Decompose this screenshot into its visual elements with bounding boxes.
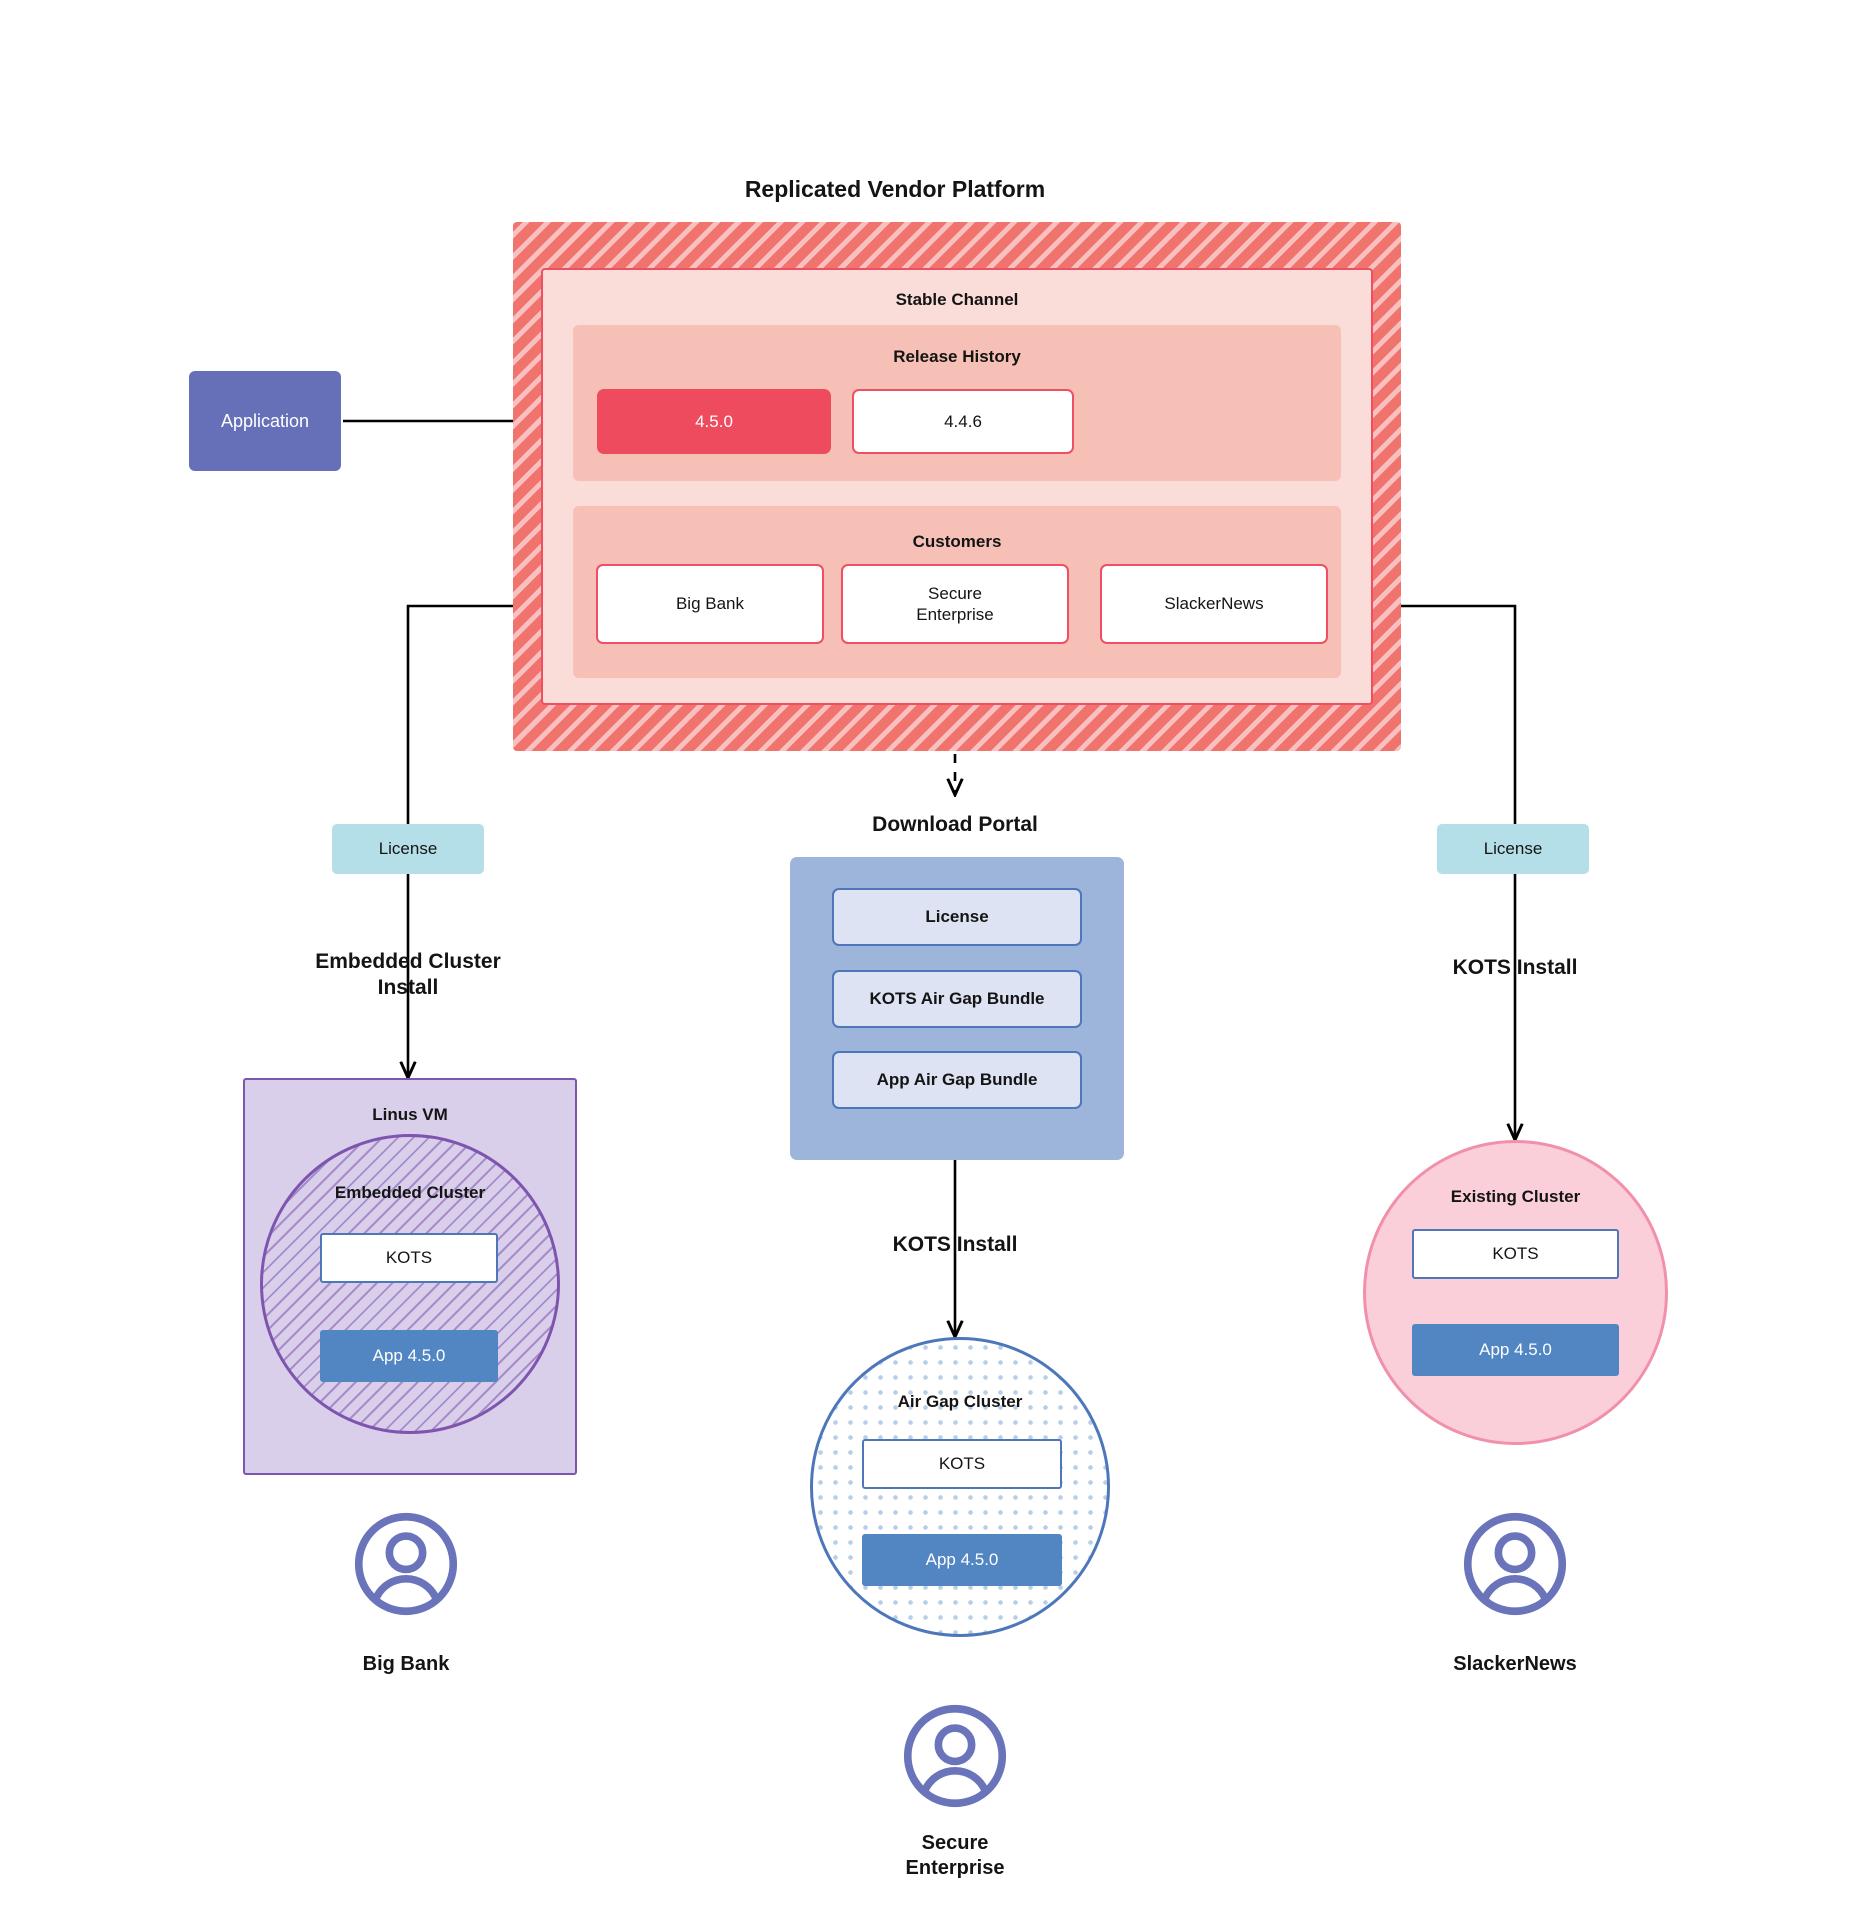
app-box-left[interactable]: App 4.5.0 xyxy=(320,1330,498,1382)
end-user-name-big-bank: Big Bank xyxy=(362,1652,450,1675)
portal-item-app-air-gap-bundle[interactable]: App Air Gap Bundle xyxy=(832,1051,1082,1109)
release-history-title: Release History xyxy=(893,347,1021,367)
flow-label-kots-install-center: KOTS Install xyxy=(892,1232,1018,1256)
flow-label-embedded-cluster-install: Embedded Cluster Install xyxy=(315,949,501,999)
download-portal-title: Download Portal xyxy=(872,812,1038,836)
app-box-right[interactable]: App 4.5.0 xyxy=(1412,1324,1619,1376)
person-icon-slackernews xyxy=(1461,1510,1569,1618)
person-icon-secure-enterprise xyxy=(901,1702,1009,1810)
linus-vm-title: Linus VM xyxy=(372,1105,448,1125)
kots-box-center[interactable]: KOTS xyxy=(862,1439,1062,1489)
stable-channel-title: Stable Channel xyxy=(895,290,1019,310)
customer-slackernews[interactable]: SlackerNews xyxy=(1100,564,1328,644)
page-title: Replicated Vendor Platform xyxy=(744,175,1046,202)
embedded-cluster-circle xyxy=(260,1134,560,1434)
app-box-center[interactable]: App 4.5.0 xyxy=(862,1534,1062,1586)
embedded-cluster-title: Embedded Cluster xyxy=(334,1183,486,1203)
customers-title: Customers xyxy=(912,532,1002,552)
air-gap-cluster-title: Air Gap Cluster xyxy=(897,1392,1023,1412)
existing-cluster-circle xyxy=(1363,1140,1668,1445)
license-box-right[interactable]: License xyxy=(1437,824,1589,874)
portal-item-license[interactable]: License xyxy=(832,888,1082,946)
kots-box-right[interactable]: KOTS xyxy=(1412,1229,1619,1279)
release-item-previous[interactable]: 4.4.6 xyxy=(852,389,1074,454)
release-item-current[interactable]: 4.5.0 xyxy=(597,389,831,454)
end-user-name-slackernews: SlackerNews xyxy=(1453,1652,1577,1675)
customer-secure-enterprise[interactable]: Secure Enterprise xyxy=(841,564,1069,644)
existing-cluster-title: Existing Cluster xyxy=(1450,1187,1581,1207)
flow-label-kots-install-right: KOTS Install xyxy=(1452,955,1578,979)
customer-big-bank[interactable]: Big Bank xyxy=(596,564,824,644)
license-box-left[interactable]: License xyxy=(332,824,484,874)
end-user-name-secure-enterprise: Secure Enterprise xyxy=(905,1832,1005,1879)
portal-item-kots-air-gap-bundle[interactable]: KOTS Air Gap Bundle xyxy=(832,970,1082,1028)
person-icon-big-bank xyxy=(352,1510,460,1618)
kots-box-left[interactable]: KOTS xyxy=(320,1233,498,1283)
application-box[interactable]: Application xyxy=(189,371,341,471)
